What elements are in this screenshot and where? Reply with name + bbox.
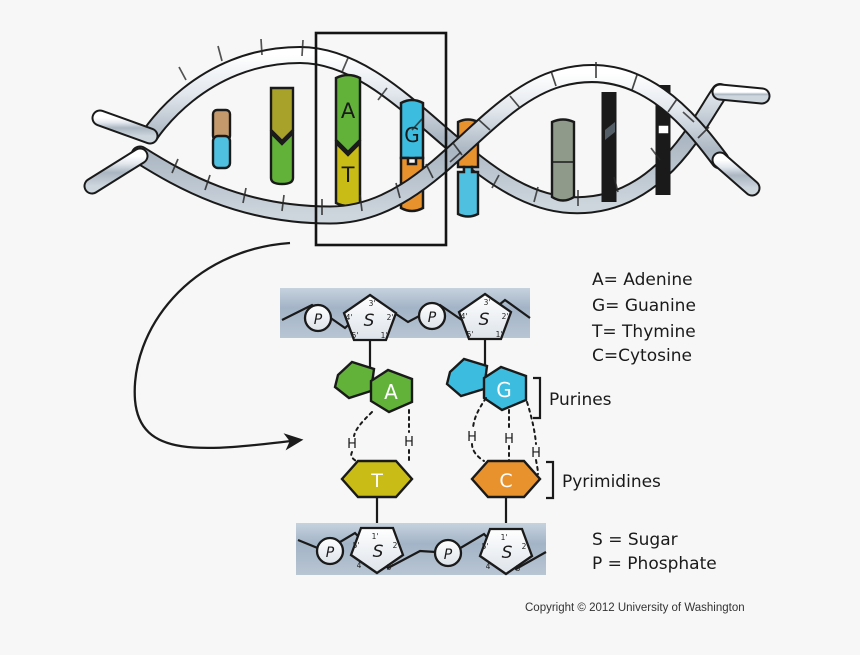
base-label-cytosine: C	[499, 470, 512, 492]
hydrogen-bond-label: H	[404, 435, 414, 450]
helix-base-label-A: A	[341, 99, 356, 123]
base-label-guanine: G	[496, 378, 512, 402]
purines-label: Purines	[549, 390, 612, 410]
legend-item-sugar: S = Sugar	[592, 530, 678, 550]
base-cytosine[interactable]: C	[470, 459, 542, 499]
zoom-in-arrow	[133, 241, 304, 451]
bottom-backbone: P S 1' 2' 3' 4' 5' P S 1' 2'	[296, 523, 547, 576]
sugar-carbon-label: 2'	[387, 313, 394, 322]
sugar-group: S 3' 2' 1' 5' 4'	[342, 293, 398, 342]
base-label-adenine: A	[384, 380, 398, 404]
sugar-carbon-label: 1'	[381, 331, 388, 340]
sugar-carbon-label: 5'	[467, 330, 474, 339]
sugar-carbon-label: 5'	[482, 542, 489, 551]
legend-item-adenine: A= Adenine	[592, 270, 693, 290]
phosphate-group: P	[433, 538, 463, 568]
top-backbone: P S 3' 2' 1' 5' 4' P S 3' 2'	[280, 288, 531, 382]
base-label-thymine: T	[370, 470, 383, 492]
sugar-carbon-label: 5'	[353, 541, 360, 550]
helix-back-ticks	[178, 38, 695, 206]
hydrogen-bond-label: H	[347, 437, 357, 452]
sugar-carbon-label: 2'	[502, 312, 509, 321]
pyrimidines-bracket-group: Pyrimidines	[546, 460, 661, 500]
sugar-group: S 1' 2' 3' 4' 5'	[349, 526, 405, 575]
base-guanine[interactable]: G	[445, 357, 528, 412]
hydrogen-bond-labels-GC: H H H	[467, 430, 541, 461]
sugar-carbon-label: 5'	[352, 331, 359, 340]
base-adenine[interactable]: A	[333, 360, 414, 414]
sugar-carbon-label: 2'	[522, 542, 529, 551]
phosphate-group: P	[303, 303, 333, 333]
sugar-carbon-label: 4'	[486, 562, 493, 571]
phosphate-label: P	[444, 547, 453, 563]
helix-front-strand	[130, 62, 730, 225]
sugar-label: S	[479, 310, 490, 330]
phosphate-label: P	[314, 312, 323, 328]
phosphate-group: P	[417, 301, 447, 331]
sugar-carbon-label: 4'	[357, 561, 364, 570]
hydrogen-bond-label: H	[467, 430, 477, 445]
hydrogen-bonds-GC	[471, 397, 539, 475]
sugar-carbon-label: 3'	[516, 564, 523, 573]
hydrogen-bond-label: H	[504, 432, 514, 447]
dna-double-helix: A T G C	[83, 31, 771, 247]
hydrogen-bond-labels-AT: H H	[347, 435, 414, 452]
sugar-carbon-label: 3'	[484, 298, 491, 307]
backbone-legend: S = Sugar P = Phosphate	[592, 530, 717, 574]
purines-bracket-group: Purines	[533, 376, 612, 420]
helix-base-pair-rungs: A T G C	[211, 73, 576, 218]
sugar-carbon-label: 4'	[346, 313, 353, 322]
pyrimidines-label: Pyrimidines	[562, 472, 661, 492]
helix-rung	[550, 118, 576, 202]
base-thymine[interactable]: T	[340, 459, 414, 499]
helix-highlight-box[interactable]	[314, 31, 448, 247]
sugar-carbon-label: 1'	[372, 532, 379, 541]
base-legend: A= Adenine G= Guanine T= Thymine C=Cytos…	[591, 270, 696, 366]
hydrogen-bond-label: H	[531, 446, 541, 461]
sugar-group: S 3' 2' 1' 5' 4'	[457, 292, 513, 341]
helix-rung	[269, 86, 295, 186]
sugar-label: S	[364, 311, 375, 331]
sugar-carbon-label: 2'	[393, 541, 400, 550]
sugar-carbon-label: 3'	[387, 563, 394, 572]
copyright-notice: Copyright © 2012 University of Washingto…	[525, 602, 745, 614]
sugar-carbon-label: 4'	[461, 312, 468, 321]
legend-item-guanine: G= Guanine	[592, 296, 696, 316]
helix-rung-AT: A T	[334, 73, 362, 208]
phosphate-label: P	[428, 310, 437, 326]
sugar-group: S 1' 2' 3' 4' 5'	[478, 527, 534, 576]
helix-rung	[211, 108, 232, 170]
sugar-label: S	[373, 542, 384, 562]
legend-item-thymine: T= Thymine	[591, 322, 696, 342]
sugar-carbon-label: 1'	[501, 533, 508, 542]
helix-base-label-T: T	[341, 163, 355, 187]
nucleotide-detail-diagram: P S 3' 2' 1' 5' 4' P S 3' 2'	[280, 288, 661, 576]
phosphate-label: P	[326, 545, 335, 561]
helix-base-label-G: G	[404, 123, 420, 147]
phosphate-group: P	[315, 536, 345, 566]
legend-item-phosphate: P = Phosphate	[592, 554, 717, 574]
helix-loose-ends	[83, 83, 771, 197]
sugar-label: S	[502, 543, 513, 563]
sugar-carbon-label: 1'	[496, 330, 503, 339]
helix-grey-rungs	[601, 85, 671, 202]
hydrogen-bonds-AT	[350, 409, 410, 462]
legend-item-cytosine: C=Cytosine	[592, 346, 692, 366]
sugar-carbon-label: 3'	[369, 299, 376, 308]
